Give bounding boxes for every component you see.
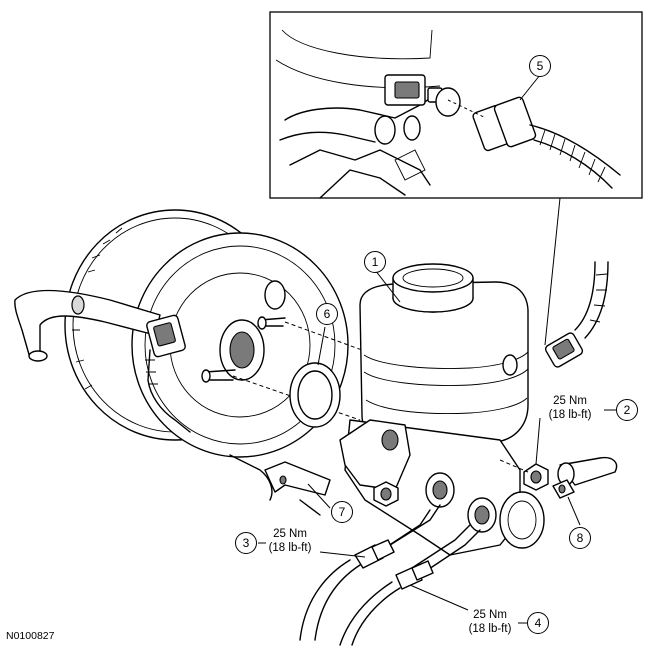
callout-1-number: 1 (372, 255, 379, 269)
figure-code: N0100827 (6, 630, 55, 642)
callout-8: 8 (569, 527, 591, 549)
torque-spec-3: 25 Nm (18 lb-ft) (269, 528, 312, 554)
sensor-connector (544, 261, 609, 368)
callout-6: 6 (316, 303, 338, 325)
callout-7-number: 7 (339, 505, 346, 519)
torque-spec-2-imperial: (18 lb-ft) (549, 409, 592, 421)
torque-spec-4-imperial: (18 lb-ft) (469, 623, 512, 635)
line-bracket (229, 454, 331, 516)
callout-2: 2 (616, 399, 638, 421)
vacuum-sensor (145, 314, 191, 433)
master-cylinder-reservoir (339, 263, 545, 556)
callout-3: 3 (235, 532, 257, 554)
callout-2-number: 2 (624, 403, 631, 417)
callout-1: 1 (364, 251, 386, 273)
callout-5-number: 5 (537, 59, 544, 73)
torque-spec-4: 25 Nm (18 lb-ft) (469, 609, 512, 635)
sensor-connector-inset (472, 96, 621, 189)
fitting-nut-2 (523, 463, 549, 491)
torque-spec-4-metric: 25 Nm (473, 609, 507, 621)
callout-8-number: 8 (577, 531, 584, 545)
vacuum-hose (14, 289, 161, 362)
callout-6-number: 6 (324, 307, 331, 321)
leader-lines (258, 74, 616, 624)
inset-detail-view (269, 11, 643, 199)
hose-assembly-right (552, 456, 618, 499)
o-ring-seal (289, 362, 341, 428)
callout-4: 4 (527, 612, 549, 634)
mounting-nut (373, 481, 399, 507)
callout-3-number: 3 (243, 536, 250, 550)
torque-spec-3-metric: 25 Nm (273, 528, 307, 540)
callout-5: 5 (529, 55, 551, 77)
torque-spec-2: 25 Nm (18 lb-ft) (549, 395, 592, 421)
torque-spec-3-imperial: (18 lb-ft) (269, 542, 312, 554)
callout-4-number: 4 (535, 616, 542, 630)
torque-spec-2-metric: 25 Nm (553, 395, 587, 407)
callout-7: 7 (331, 501, 353, 523)
brake-lines (299, 504, 481, 646)
